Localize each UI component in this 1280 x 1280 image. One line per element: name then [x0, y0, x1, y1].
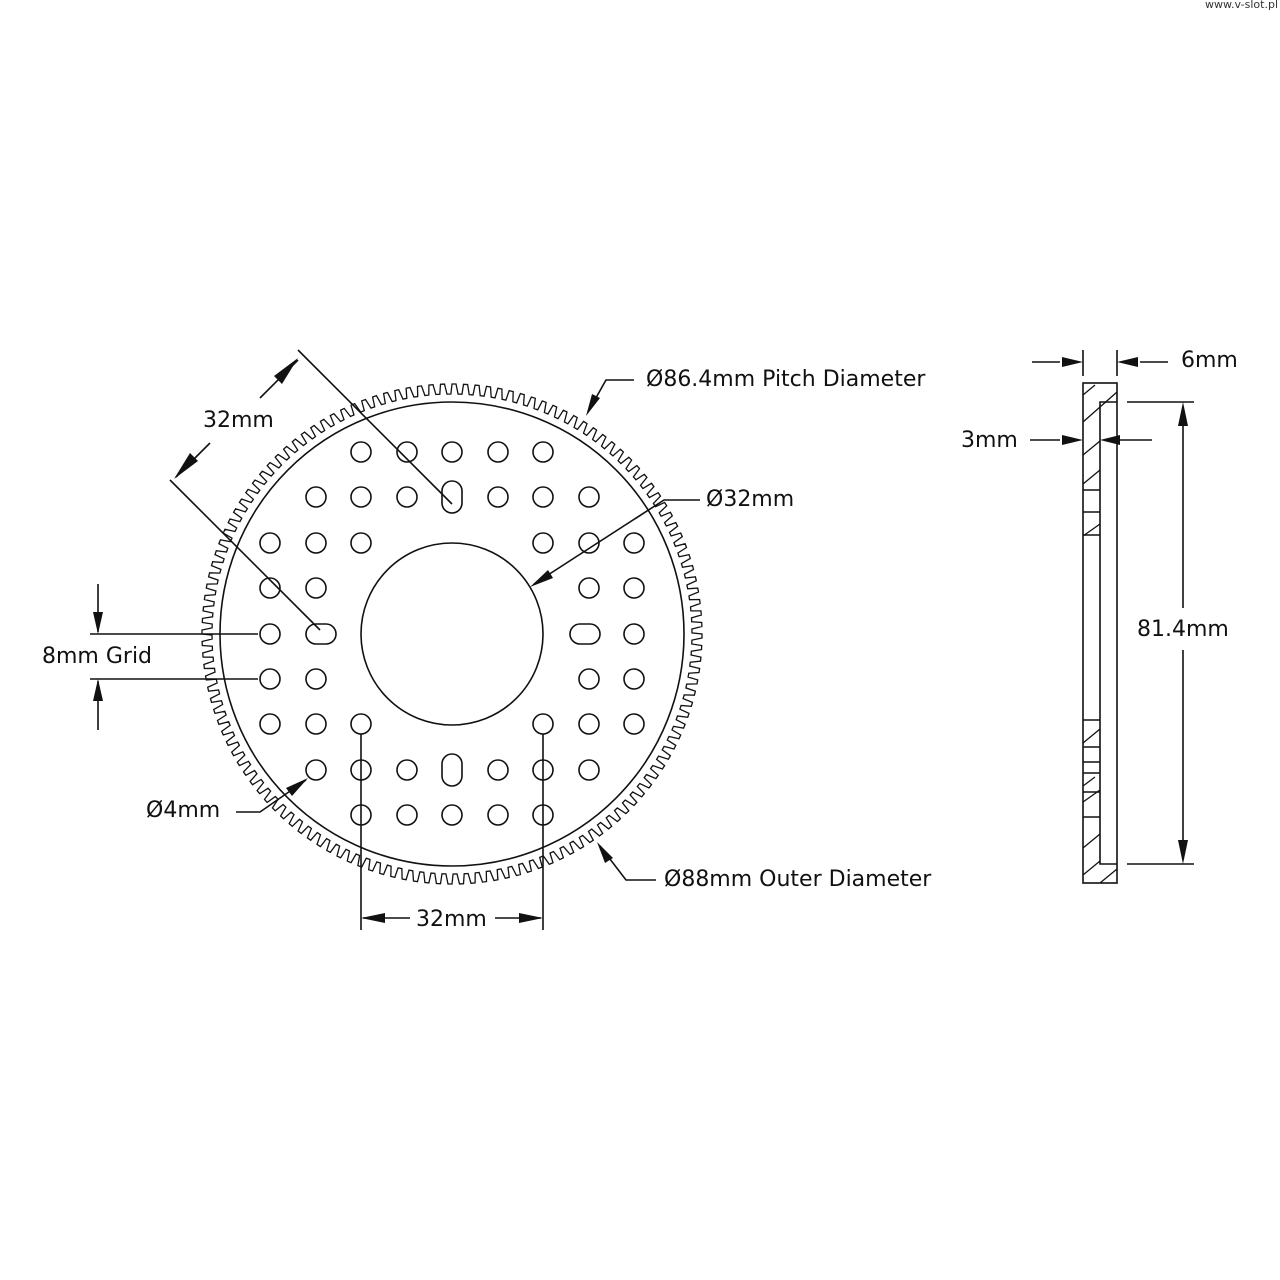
hole-pattern: [259, 441, 645, 826]
mounting-hole: [487, 759, 509, 781]
hatch-line: [1099, 868, 1118, 884]
mounting-hole: [578, 532, 600, 554]
slot-hole: [441, 753, 463, 787]
mounting-hole: [396, 486, 418, 508]
mounting-hole: [350, 713, 372, 735]
slot-hole: [569, 623, 601, 645]
mounting-hole: [532, 532, 554, 554]
dim-width-6mm: 6mm: [1181, 348, 1238, 373]
mounting-hole: [396, 759, 418, 781]
mounting-hole: [532, 713, 554, 735]
hatch-line: [1082, 860, 1101, 876]
mounting-hole: [305, 486, 327, 508]
mounting-hole: [487, 486, 509, 508]
mounting-hole: [305, 759, 327, 781]
mounting-hole: [578, 668, 600, 690]
hatch-line: [1082, 776, 1096, 787]
gear-front-view: [201, 383, 703, 885]
dim-height-81-4mm: 81.4mm: [1137, 617, 1229, 642]
side-view: [1030, 350, 1194, 884]
mounting-hole: [396, 804, 418, 826]
hatch-line: [1082, 789, 1101, 803]
hatch-line: [1082, 384, 1096, 396]
dim-step-3mm: 3mm: [961, 428, 1018, 453]
mounting-hole: [532, 486, 554, 508]
mounting-hole: [578, 713, 600, 735]
mounting-hole: [259, 668, 281, 690]
mounting-hole: [623, 577, 645, 599]
mounting-hole: [350, 486, 372, 508]
mounting-hole: [532, 441, 554, 463]
hatch-line: [1082, 440, 1101, 456]
mounting-hole: [259, 532, 281, 554]
dim-hole-4mm: Ø4mm: [146, 798, 221, 823]
mounting-hole: [259, 577, 281, 599]
mounting-hole: [396, 441, 418, 463]
hatch-line: [1082, 469, 1101, 485]
hatch-line: [1082, 523, 1101, 537]
dimension-lines: [90, 349, 700, 930]
hatch-line: [1082, 833, 1101, 849]
extension-line: [297, 349, 453, 505]
mounting-hole: [578, 486, 600, 508]
mounting-hole: [259, 623, 281, 645]
gear-teeth: [201, 383, 703, 885]
mounting-hole: [623, 713, 645, 735]
dim-outer-diameter: Ø88mm Outer Diameter: [664, 867, 932, 892]
slot-hole: [441, 480, 463, 514]
mounting-hole: [259, 713, 281, 735]
mounting-hole: [578, 577, 600, 599]
mounting-hole: [305, 713, 327, 735]
mounting-hole: [350, 532, 372, 554]
watermark: www.v-slot.pl: [1204, 0, 1278, 11]
mounting-hole: [441, 441, 463, 463]
mounting-hole: [305, 532, 327, 554]
dim-bore: Ø32mm: [706, 487, 795, 512]
slot-hole: [305, 623, 337, 645]
mounting-hole: [305, 577, 327, 599]
mounting-hole: [623, 623, 645, 645]
mounting-hole: [350, 441, 372, 463]
extension-line: [169, 479, 321, 631]
dim-diagonal-32mm: 32mm: [203, 408, 274, 433]
inner-rim-circle: [219, 401, 685, 867]
hatch-line: [1082, 391, 1118, 423]
mounting-hole: [441, 804, 463, 826]
mounting-hole: [487, 804, 509, 826]
mounting-hole: [578, 759, 600, 781]
dim-8mm-grid: 8mm Grid: [42, 644, 153, 669]
mounting-hole: [487, 441, 509, 463]
mounting-hole: [305, 668, 327, 690]
mounting-hole: [623, 668, 645, 690]
dim-pitch-diameter: Ø86.4mm Pitch Diameter: [646, 367, 926, 392]
mounting-hole: [623, 532, 645, 554]
dim-bottom-32mm: 32mm: [416, 907, 487, 932]
bore-hole: [360, 542, 544, 726]
hatch-line: [1082, 728, 1101, 744]
